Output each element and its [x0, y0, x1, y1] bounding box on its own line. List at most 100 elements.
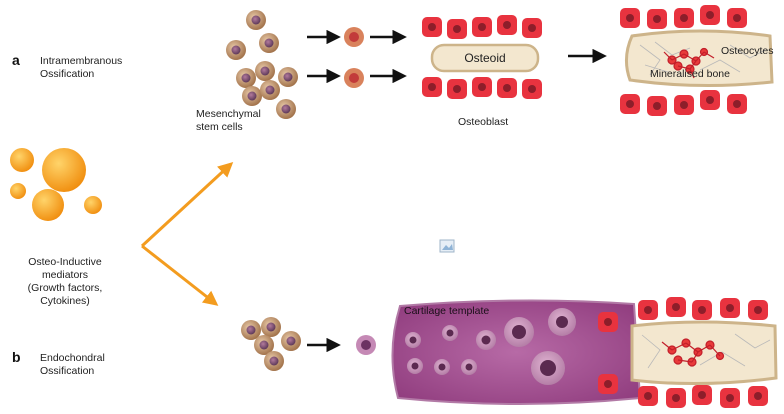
osteoblast-cell: [647, 9, 667, 29]
osteoblast-row-top-b: [638, 297, 768, 320]
chondrocyte: [476, 330, 496, 350]
osteoblast-cell: [727, 8, 747, 28]
panel-b-title-line1: Endochondral: [40, 352, 105, 364]
mediators-line4: Cytokines): [40, 295, 90, 307]
osteoid-matrix: [430, 43, 540, 73]
osteoblast-cell: [598, 374, 618, 394]
msc-cell: [246, 10, 266, 30]
osteoblast-cell: [638, 386, 658, 406]
chondroprogenitor-cell: [356, 335, 376, 355]
arrow-to-endochondral: [141, 244, 219, 306]
msc-cell: [242, 86, 262, 106]
msc-cluster-b: [241, 317, 301, 371]
msc-cell: [281, 331, 301, 351]
osteoblast-cell: [692, 385, 712, 405]
panel-b-title-line2: Ossification: [40, 365, 95, 377]
chondrocyte: [434, 359, 450, 375]
msc-cell: [241, 320, 261, 340]
osteoblast-cell: [598, 312, 618, 332]
chondrocyte: [407, 358, 423, 374]
osteoblast-cell: [720, 298, 740, 318]
chondrocyte: [531, 351, 565, 385]
osteoblast-row-bottom-b: [638, 385, 768, 408]
chondrocyte: [405, 332, 421, 348]
image-placeholder-icon: [439, 239, 455, 253]
msc-cluster-a: [226, 10, 298, 119]
osteoblast-cell: [620, 8, 640, 28]
osteoblast-row-top: [422, 15, 542, 39]
osteoblast-cell: [727, 94, 747, 114]
mediator-blob: [84, 196, 102, 214]
msc-cell: [255, 61, 275, 81]
osteoblast-cell: [422, 77, 442, 97]
osteoblast-cell: [674, 8, 694, 28]
osteoblast-invading: [598, 312, 618, 394]
msc-cell: [226, 40, 246, 60]
msc-cell: [261, 317, 281, 337]
osteoblast-cell: [692, 300, 712, 320]
mediator-blob: [10, 148, 34, 172]
msc-cell: [254, 335, 274, 355]
osteoblast-cell: [748, 300, 768, 320]
panel-a-arrows: [307, 29, 607, 84]
osteoblast-cell: [497, 78, 517, 98]
osteoblast-cell: [620, 94, 640, 114]
mediator-blob: [32, 189, 64, 221]
orange-branch-arrows: [140, 161, 234, 306]
osteoblast-cell: [522, 79, 542, 99]
panel-b-letter: b: [12, 349, 21, 365]
osteoblast-cell: [447, 79, 467, 99]
osteocyte-cluster-b: [661, 338, 725, 367]
osteoblast-cell: [447, 19, 467, 39]
osteoblast-cell: [647, 96, 667, 116]
arrow-to-intramembranous: [140, 161, 234, 248]
mediators-line1: Osteo-Inductive: [28, 256, 102, 268]
mediators-line2: mediators: [41, 269, 89, 281]
panel-a-title-line2: Ossification: [40, 68, 95, 80]
osteoid-label: Osteoid: [464, 51, 506, 65]
msc-cell: [276, 99, 296, 119]
mediator-blobs: [10, 148, 102, 221]
msc-label-line2: stem cells: [196, 121, 243, 133]
panel-a-title: Intramembranous Ossification: [40, 55, 122, 81]
mediators-label: Osteo-Inductive mediators (Growth factor…: [6, 256, 124, 308]
mediator-blob: [42, 148, 86, 192]
chondrocyte: [548, 308, 576, 336]
osteoblast-cell: [472, 17, 492, 37]
mediator-blob: [10, 183, 26, 199]
osteoblast-cell: [666, 388, 686, 408]
msc-label-line1: Mesenchymal: [196, 108, 261, 120]
osteoblast-cell: [700, 5, 720, 25]
osteocytes-label: Osteocytes: [721, 45, 774, 57]
mediators-line3: (Growth factors,: [27, 282, 103, 294]
panel-b-title: Endochondral Ossification: [40, 352, 105, 378]
chondrocyte: [461, 359, 477, 375]
osteoblast-cell: [748, 386, 768, 406]
osteoblast-label: Osteoblast: [458, 116, 509, 128]
osteoblast-cell: [666, 297, 686, 317]
osteoblast-cell: [638, 300, 658, 320]
osteoblast-cell: [700, 90, 720, 110]
panel-a-letter: a: [12, 52, 20, 68]
msc-cell: [278, 67, 298, 87]
msc-cell: [264, 351, 284, 371]
cartilage-template-label: Cartilage template: [404, 305, 490, 317]
osteoblast-row-bottom-right: [620, 90, 747, 116]
msc-cell: [260, 80, 280, 100]
osteoblast-cell: [522, 18, 542, 38]
osteocyte-cluster: [663, 47, 715, 79]
msc-cell: [259, 33, 279, 53]
trabecular-lines-b: [641, 333, 771, 369]
panel-a-title-line1: Intramembranous: [40, 55, 123, 67]
osteoblast-cell: [674, 95, 694, 115]
bone-matrix-b: [630, 320, 778, 386]
osteoblast-cell: [422, 17, 442, 37]
mineralised-bone-label: Mineralised bone: [650, 68, 730, 80]
chondrocytes: [405, 308, 576, 385]
osteoblast-cell: [720, 388, 740, 408]
osteoprogenitor-cell: [344, 27, 364, 47]
osteoprogenitor-cell: [344, 68, 364, 88]
chondrocyte: [442, 325, 458, 341]
osteoblast-cell: [497, 15, 517, 35]
